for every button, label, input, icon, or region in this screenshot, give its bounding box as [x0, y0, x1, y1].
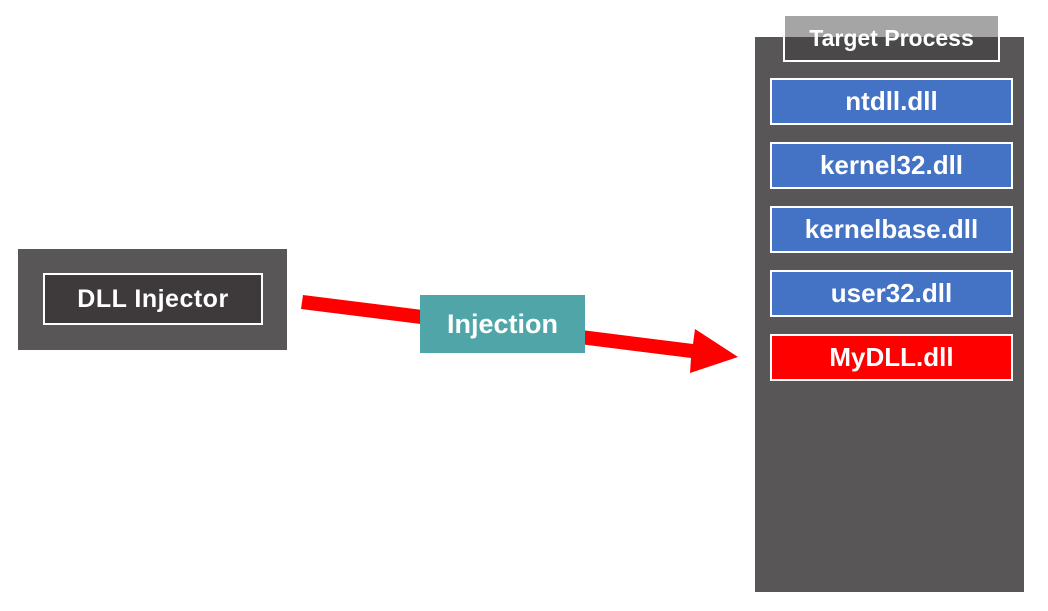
dll-injector-label-box: DLL Injector: [43, 273, 263, 325]
module-box-user32: user32.dll: [770, 270, 1013, 317]
target-process-header: Target Process: [783, 16, 1000, 62]
module-label: MyDLL.dll: [829, 342, 954, 372]
module-box-ntdll: ntdll.dll: [770, 78, 1013, 125]
module-label: kernel32.dll: [819, 150, 964, 180]
module-box-kernelbase: kernelbase.dll: [770, 206, 1013, 253]
module-box-kernel32: kernel32.dll: [770, 142, 1013, 189]
module-box-mydll: MyDLL.dll: [770, 334, 1013, 381]
injection-label-box: Injection: [420, 295, 585, 353]
target-process-title: Target Process: [809, 24, 974, 51]
module-label: ntdll.dll: [845, 86, 938, 116]
module-label: user32.dll: [830, 278, 953, 308]
dll-injector-label: DLL Injector: [77, 284, 229, 313]
dll-injector-box: DLL Injector: [18, 249, 287, 350]
module-label: kernelbase.dll: [804, 214, 979, 244]
injection-label: Injection: [446, 308, 558, 339]
